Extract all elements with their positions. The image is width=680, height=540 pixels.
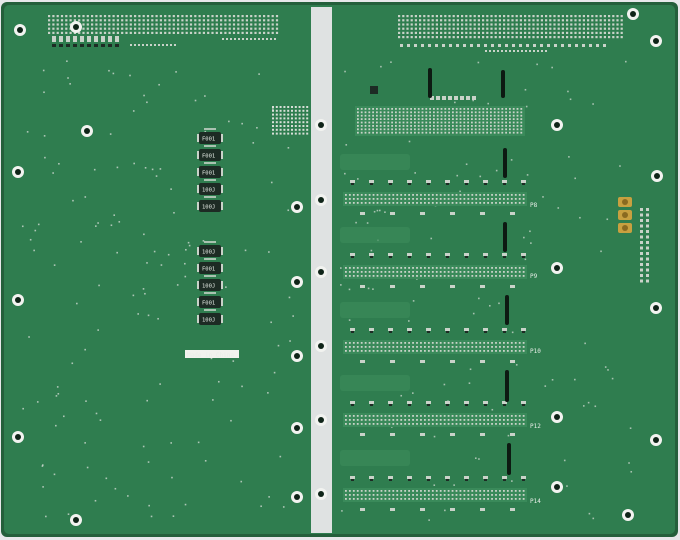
sma-connectors xyxy=(618,197,632,233)
inductor: F001 xyxy=(197,162,223,178)
via-field-center xyxy=(272,106,309,135)
inductor-marking: F001 xyxy=(202,154,215,160)
inductor: 100J xyxy=(197,275,223,291)
bga-footprint xyxy=(355,86,525,136)
inductor-stack-bottom: 100J F001 100J F001 100J xyxy=(197,241,223,325)
label-p10: P10 xyxy=(530,348,541,355)
connector-row xyxy=(340,154,527,215)
top-header-right xyxy=(398,15,623,52)
inductor-marking: 100J xyxy=(202,284,215,290)
inductor-marking: 100J xyxy=(202,205,215,211)
label-p8: P8 xyxy=(530,202,538,209)
inductor-marking: 100J xyxy=(202,250,215,256)
inductor-marking: 100J xyxy=(202,318,215,324)
inductor-marking: F001 xyxy=(202,267,215,273)
connector-row xyxy=(340,450,527,511)
connector-labels: P8 P9 P10 P12 P14 xyxy=(530,202,541,505)
inductor: F001 xyxy=(197,145,223,161)
label-p12: P12 xyxy=(530,423,541,430)
inductor-marking: F001 xyxy=(202,171,215,177)
right-pin-header xyxy=(640,208,649,283)
inductor-marking: F001 xyxy=(202,301,215,307)
connector-row xyxy=(340,375,527,436)
made-in-text: Made in China xyxy=(187,352,234,359)
connector-slots xyxy=(340,154,527,511)
inductor-marking: 100J xyxy=(202,188,215,194)
inductor: 100J xyxy=(197,196,223,212)
label-p9: P9 xyxy=(530,273,538,280)
vertical-slots xyxy=(428,68,511,475)
connector-row xyxy=(340,227,527,288)
label-p14: P14 xyxy=(530,498,541,505)
inductor-marking: F001 xyxy=(202,137,215,143)
made-in-label: Made in China xyxy=(185,350,239,359)
top-header-left xyxy=(48,15,279,47)
inductor: 100J xyxy=(197,309,223,325)
inductor: F001 xyxy=(197,258,223,274)
inductor: 100J xyxy=(197,241,223,257)
scattered-vias xyxy=(21,60,633,521)
inductor: 100J xyxy=(197,179,223,195)
board-surface xyxy=(4,5,675,534)
inductor: F001 xyxy=(197,292,223,308)
mounting-holes xyxy=(12,8,663,526)
inductor: F001 xyxy=(197,128,223,144)
connector-row xyxy=(340,302,527,363)
